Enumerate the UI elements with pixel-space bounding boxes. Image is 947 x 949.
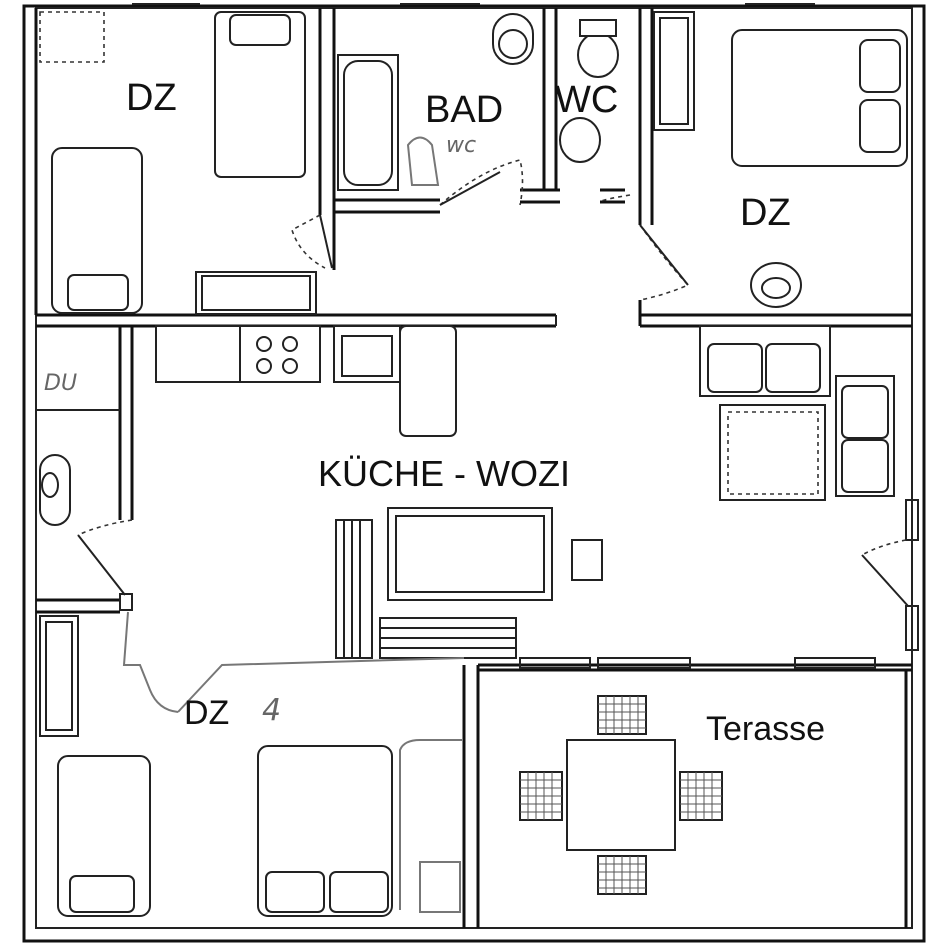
dz-top-right-furniture: DZ xyxy=(653,11,908,308)
wc-furniture: WC xyxy=(555,19,619,163)
kueche-wozi-furniture: KÜCHE - WOZI xyxy=(155,325,895,659)
dz-top-left-furniture: DZ xyxy=(39,11,317,315)
room-label-dz-top-right: DZ xyxy=(740,192,791,234)
dz-bottom-furniture: DZ 4 xyxy=(39,611,465,917)
bad-furniture: BAD wc xyxy=(337,13,534,191)
doors xyxy=(77,159,909,607)
handwritten-wc: wc xyxy=(446,133,476,158)
room-label-wc: WC xyxy=(555,79,618,121)
terasse-furniture: Terasse xyxy=(519,695,825,895)
room-label-bad: BAD xyxy=(425,89,503,131)
room-label-dz-top-left: DZ xyxy=(126,77,177,119)
room-label-kueche-wozi: KÜCHE - WOZI xyxy=(318,453,570,494)
outer-walls xyxy=(22,4,926,943)
handwritten-du: DU xyxy=(44,371,77,396)
room-label-dz-bottom: DZ xyxy=(184,694,229,732)
du-room-furniture: DU xyxy=(36,371,120,526)
handwritten-room-number: 4 xyxy=(262,693,281,728)
room-label-terasse: Terasse xyxy=(706,710,825,748)
